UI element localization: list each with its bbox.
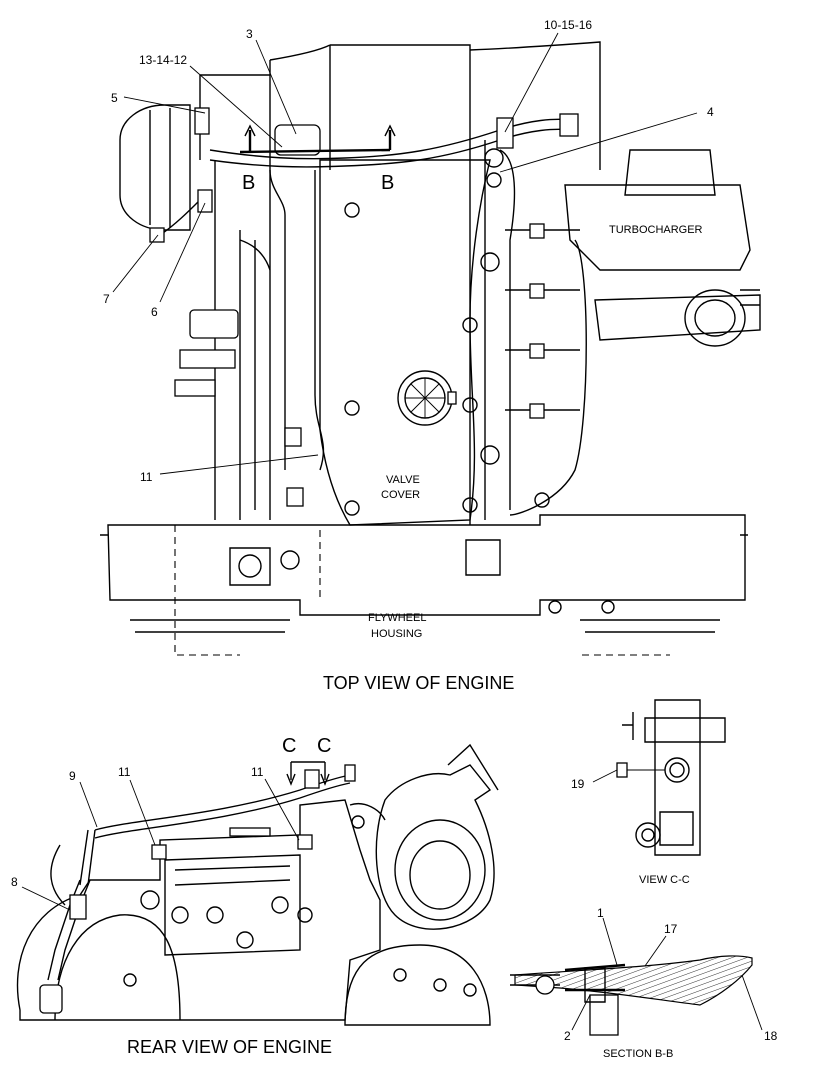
section-mark-b-left: B (242, 172, 255, 194)
label-valve-cover-line1: VALVE (386, 474, 420, 486)
callout-5: 5 (111, 91, 118, 105)
section-bb: 1 17 2 18 SECTION B-B (510, 906, 778, 1060)
label-flywheel-housing-line2: HOUSING (371, 628, 422, 640)
label-valve-cover-line2: COVER (381, 489, 420, 501)
flywheel-housing (100, 514, 748, 656)
section-mark-c-right: C (317, 735, 331, 757)
caption-section-bb: SECTION B-B (603, 1048, 673, 1060)
label-turbocharger: TURBOCHARGER (609, 224, 703, 236)
engine-block-outline (199, 41, 601, 525)
callout-2: 2 (564, 1029, 571, 1043)
callout-17: 17 (664, 922, 678, 936)
valve-cover (319, 159, 491, 526)
section-mark-c-left: C (282, 735, 296, 757)
rear-view-leaders (21, 778, 300, 911)
exhaust-manifold (480, 140, 587, 520)
caption-top-view: TOP VIEW OF ENGINE (323, 673, 514, 693)
air-line-tube (209, 113, 579, 168)
section-cc-arrows (286, 761, 330, 786)
callout-7: 7 (103, 292, 110, 306)
rear-engine-body (16, 799, 491, 1026)
top-view-leaders (112, 32, 698, 475)
callout-3: 3 (246, 27, 253, 41)
callout-9: 9 (69, 769, 76, 783)
turbocharger (564, 149, 761, 347)
callout-11-right: 11 (251, 765, 264, 779)
rear-air-line (39, 764, 356, 1014)
oil-filler-cap (397, 370, 457, 426)
callout-6: 6 (151, 305, 158, 319)
caption-rear-view: REAR VIEW OF ENGINE (127, 1037, 332, 1057)
callout-13-14-12: 13-14-12 (139, 53, 187, 67)
callout-10-15-16: 10-15-16 (544, 18, 592, 32)
callout-1: 1 (597, 906, 604, 920)
callout-18: 18 (764, 1029, 778, 1043)
rear-turbocharger (349, 743, 499, 930)
view-cc: 19 VIEW C-C (571, 699, 726, 886)
rear-view: 9 11 11 8 C C REAR VIEW OF ENGINE (11, 735, 499, 1057)
callout-11-left: 11 (118, 765, 131, 779)
caption-view-cc: VIEW C-C (639, 874, 690, 886)
label-flywheel-housing-line1: FLYWHEEL (368, 612, 426, 624)
callout-11: 11 (140, 470, 153, 484)
section-mark-b-right: B (381, 172, 394, 194)
callout-4: 4 (707, 105, 714, 119)
callout-19: 19 (571, 777, 585, 791)
callout-8: 8 (11, 875, 18, 889)
left-components (119, 104, 304, 507)
top-view: 3 13-14-12 5 10-15-16 4 7 6 11 B B TURBO… (100, 18, 761, 693)
